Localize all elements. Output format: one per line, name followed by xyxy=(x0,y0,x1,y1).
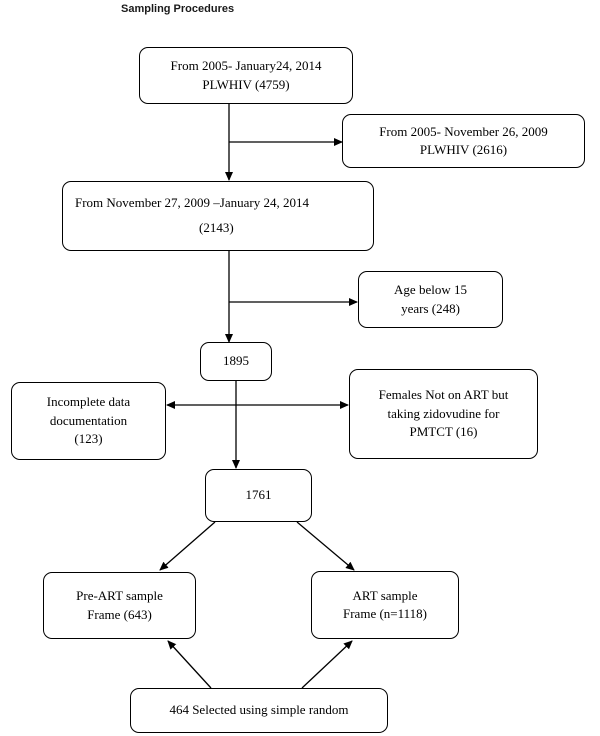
box-incomplete-data: Incomplete data documentation (123) xyxy=(11,382,166,460)
arrow-selected-to-pre-art xyxy=(167,640,212,689)
box-line: From 2005- November 26, 2009 xyxy=(379,123,548,139)
box-period-2009-2014: From November 27, 2009 –January 24, 2014… xyxy=(62,181,374,251)
arrow-selected-to-art xyxy=(301,640,353,689)
box-count-1761: 1761 xyxy=(205,469,312,522)
box-age-below-15: Age below 15 years (248) xyxy=(358,271,503,328)
box-pre-art-frame: Pre-ART sample Frame (643) xyxy=(43,572,196,639)
box-line: (2143) xyxy=(199,220,234,235)
box-total-plwhiv: From 2005- January24, 2014 PLWHIV (4759) xyxy=(139,47,353,104)
box-line: From 2005- January24, 2014 xyxy=(170,58,322,74)
box-selected-random: 464 Selected using simple random xyxy=(130,688,388,733)
arrow-1761-to-pre-art xyxy=(159,521,216,571)
diagram-heading: Sampling Procedures xyxy=(121,3,235,15)
box-line: PLWHIV (4759) xyxy=(202,76,290,92)
box-art-frame: ART sample Frame (n=1118) xyxy=(311,571,459,639)
box-line: 464 Selected using simple random xyxy=(169,702,349,718)
box-line: From November 27, 2009 –January 24, 2014 xyxy=(75,195,309,210)
box-line: Frame (643) xyxy=(87,606,152,622)
box-line: PMTCT (16) xyxy=(409,424,478,440)
box-line: 1895 xyxy=(223,353,249,369)
box-line: taking zidovudine for xyxy=(387,405,500,421)
box-count-1895: 1895 xyxy=(200,342,272,381)
box-line: (123) xyxy=(74,431,103,447)
box-excluded-pre-2009: From 2005- November 26, 2009 PLWHIV (261… xyxy=(342,114,585,168)
box-line: Pre-ART sample xyxy=(76,588,163,604)
box-line: Incomplete data xyxy=(46,394,131,410)
box-line: years (248) xyxy=(401,300,460,316)
box-line: 1761 xyxy=(245,487,272,503)
box-females-pmtct: Females Not on ART but taking zidovudine… xyxy=(349,369,538,459)
box-line: Females Not on ART but xyxy=(378,387,509,403)
arrow-1761-to-art xyxy=(296,521,355,571)
box-line: PLWHIV (2616) xyxy=(419,142,508,157)
box-line: ART sample xyxy=(352,587,418,603)
box-line: Age below 15 xyxy=(394,282,467,298)
box-line: Frame (n=1118) xyxy=(343,606,427,621)
box-line: documentation xyxy=(49,412,128,428)
